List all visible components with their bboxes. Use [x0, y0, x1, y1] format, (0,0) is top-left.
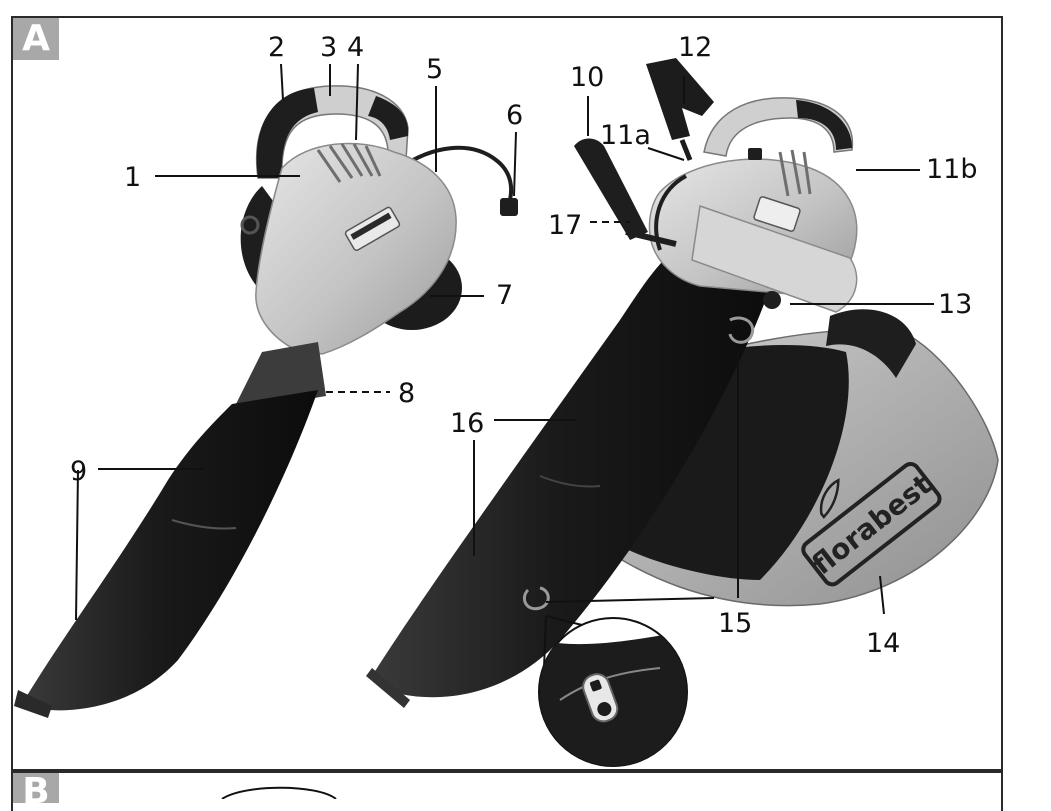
callout-11b: 11b: [926, 154, 978, 185]
panel-b-circle-peek: [221, 786, 337, 799]
vacuum-handle-grip: [796, 100, 852, 150]
bag-hook-lower: [523, 586, 550, 611]
vacuum-device: florabest: [366, 58, 999, 708]
strap-pad: [646, 58, 714, 140]
aux-handle: [574, 138, 648, 240]
callout-13: 13: [938, 289, 972, 320]
callout-9: 9: [70, 456, 87, 487]
suction-tube: [372, 252, 776, 698]
callout-5: 5: [426, 54, 443, 85]
callout-15: 15: [718, 608, 752, 639]
power-plug: [500, 198, 518, 216]
vacuum-label: [753, 196, 801, 232]
strap-connector: [679, 139, 693, 161]
callout-16: 16: [450, 408, 484, 439]
blower-device: [14, 85, 518, 718]
adjust-knob: [763, 291, 781, 309]
callout-14: 14: [866, 628, 900, 659]
panel-label-b: B: [13, 773, 59, 803]
tube-tip: [14, 690, 52, 718]
strap-clip: [240, 215, 260, 235]
handle-grip: [256, 88, 318, 178]
callout-10: 10: [570, 62, 604, 93]
handle-grip-front: [368, 96, 409, 140]
callout-8: 8: [398, 378, 415, 409]
callout-leaders: [75, 63, 934, 621]
vacuum-lower-body: [691, 204, 858, 313]
tube-mouth: [366, 668, 410, 708]
tube-seam: [539, 475, 601, 488]
callout-labels: 1 2 3 4 5 6 7 8 9 10 11a 11b 12 13 14 15…: [70, 32, 978, 659]
callout-4: 4: [347, 32, 364, 63]
callout-6: 6: [506, 100, 523, 131]
callout-3: 3: [320, 32, 337, 63]
callout-12: 12: [678, 32, 712, 63]
bag-dark-panel: [620, 345, 849, 580]
blow-tube: [22, 390, 318, 711]
callout-2: 2: [268, 32, 285, 63]
detail-callout: [538, 615, 688, 767]
callout-1: 1: [124, 162, 141, 193]
callout-17: 17: [548, 210, 582, 241]
panel-label-a: A: [13, 18, 59, 60]
aux-handle-arm: [625, 229, 677, 247]
figure-frame-a: [11, 16, 1003, 771]
callout-7: 7: [496, 280, 513, 311]
vent-grille: [316, 143, 382, 183]
power-cord: [398, 145, 514, 207]
bag-hook-upper: [728, 316, 755, 344]
vacuum-vents: [778, 149, 812, 197]
figure-frame-b: [11, 771, 1003, 811]
tube-joint: [171, 519, 237, 530]
blower-label: [344, 206, 401, 252]
switch-knob: [748, 148, 762, 160]
callout-11a: 11a: [600, 120, 651, 151]
bag-collar: [826, 309, 916, 378]
